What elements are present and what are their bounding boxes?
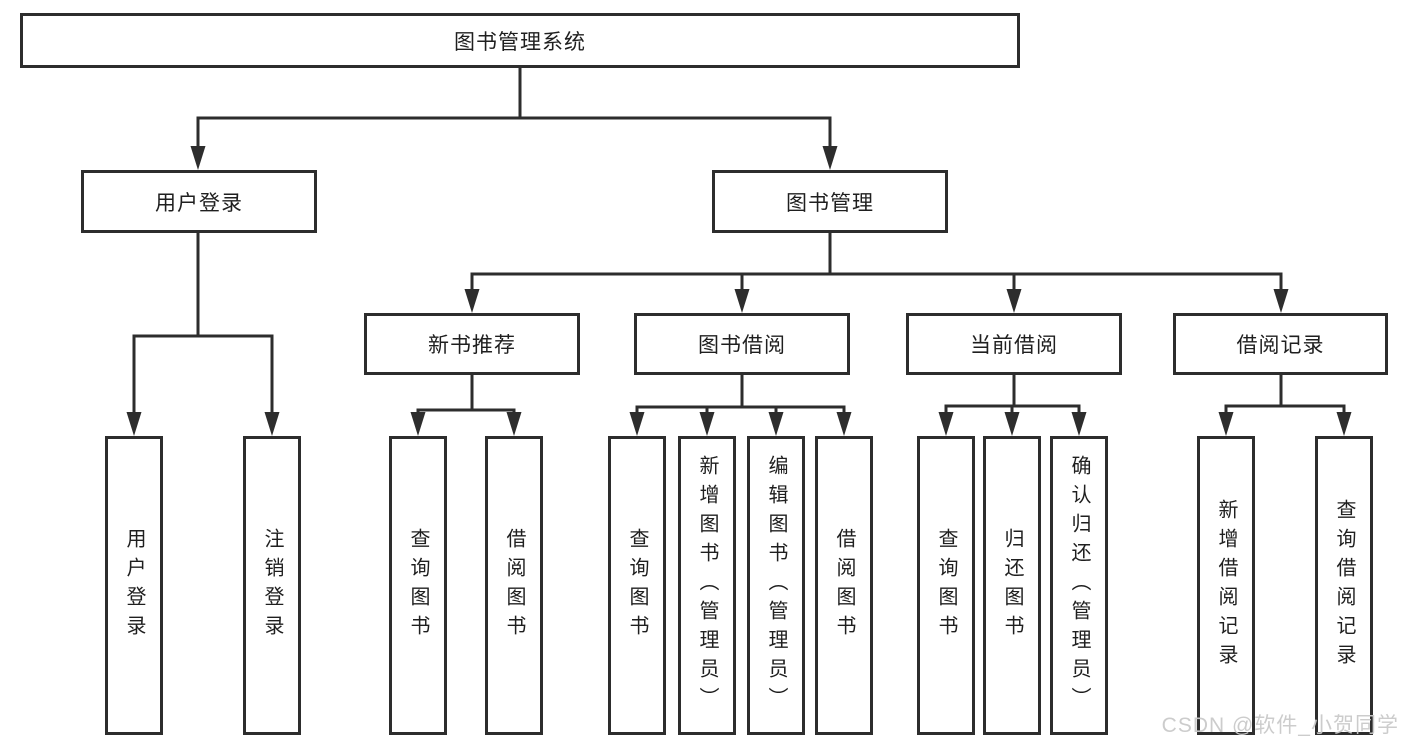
leaf-bb-borrow-books-label: 借阅图书 bbox=[833, 527, 855, 644]
node-borrowing-records-label: 借阅记录 bbox=[1236, 334, 1325, 357]
leaf-cb-return-books-label: 归还图书 bbox=[1001, 527, 1023, 644]
leaf-bb-edit-books-admin: 编辑图书（管理员） bbox=[747, 436, 805, 735]
node-book-management: 图书管理 bbox=[712, 170, 948, 233]
leaf-nbr-query-books: 查询图书 bbox=[389, 436, 447, 735]
leaf-cb-confirm-return-admin: 确认归还（管理员） bbox=[1050, 436, 1108, 735]
node-book-borrowing: 图书借阅 bbox=[634, 313, 850, 375]
node-library-system: 图书管理系统 bbox=[20, 13, 1020, 68]
node-borrowing-records: 借阅记录 bbox=[1173, 313, 1388, 375]
leaf-bb-query-books: 查询图书 bbox=[608, 436, 666, 735]
leaf-nbr-borrow-books-label: 借阅图书 bbox=[503, 527, 525, 644]
leaf-nbr-borrow-books: 借阅图书 bbox=[485, 436, 543, 735]
leaf-bb-query-books-label: 查询图书 bbox=[626, 527, 648, 644]
leaf-cb-confirm-return-admin-label: 确认归还（管理员） bbox=[1068, 455, 1090, 716]
leaf-nbr-query-books-label: 查询图书 bbox=[407, 527, 429, 644]
leaf-br-query-record: 查询借阅记录 bbox=[1315, 436, 1373, 735]
node-library-system-label: 图书管理系统 bbox=[454, 30, 586, 54]
node-new-book-recommend-label: 新书推荐 bbox=[428, 334, 516, 357]
leaf-user-login: 用户登录 bbox=[105, 436, 163, 735]
leaf-cb-query-books-label: 查询图书 bbox=[935, 527, 957, 644]
node-book-management-label: 图书管理 bbox=[786, 191, 874, 215]
leaf-user-login-label: 用户登录 bbox=[123, 527, 145, 644]
leaf-br-add-record: 新增借阅记录 bbox=[1197, 436, 1255, 735]
csdn-watermark: CSDN @软件_小贺同学 bbox=[1161, 714, 1399, 737]
leaf-cb-query-books: 查询图书 bbox=[917, 436, 975, 735]
leaf-bb-edit-books-admin-label: 编辑图书（管理员） bbox=[765, 455, 787, 716]
node-new-book-recommend: 新书推荐 bbox=[364, 313, 580, 375]
node-current-borrowing-label: 当前借阅 bbox=[970, 334, 1058, 357]
leaf-bb-add-books-admin-label: 新增图书（管理员） bbox=[696, 455, 718, 716]
leaf-bb-borrow-books: 借阅图书 bbox=[815, 436, 873, 735]
node-book-borrowing-label: 图书借阅 bbox=[698, 334, 786, 357]
leaf-logout-label: 注销登录 bbox=[261, 527, 283, 644]
node-user-login: 用户登录 bbox=[81, 170, 317, 233]
leaf-bb-add-books-admin: 新增图书（管理员） bbox=[678, 436, 736, 735]
leaf-cb-return-books: 归还图书 bbox=[983, 436, 1041, 735]
node-user-login-label: 用户登录 bbox=[155, 191, 243, 215]
leaf-br-add-record-label: 新增借阅记录 bbox=[1215, 498, 1237, 673]
node-current-borrowing: 当前借阅 bbox=[906, 313, 1122, 375]
leaf-br-query-record-label: 查询借阅记录 bbox=[1333, 498, 1355, 673]
leaf-logout: 注销登录 bbox=[243, 436, 301, 735]
